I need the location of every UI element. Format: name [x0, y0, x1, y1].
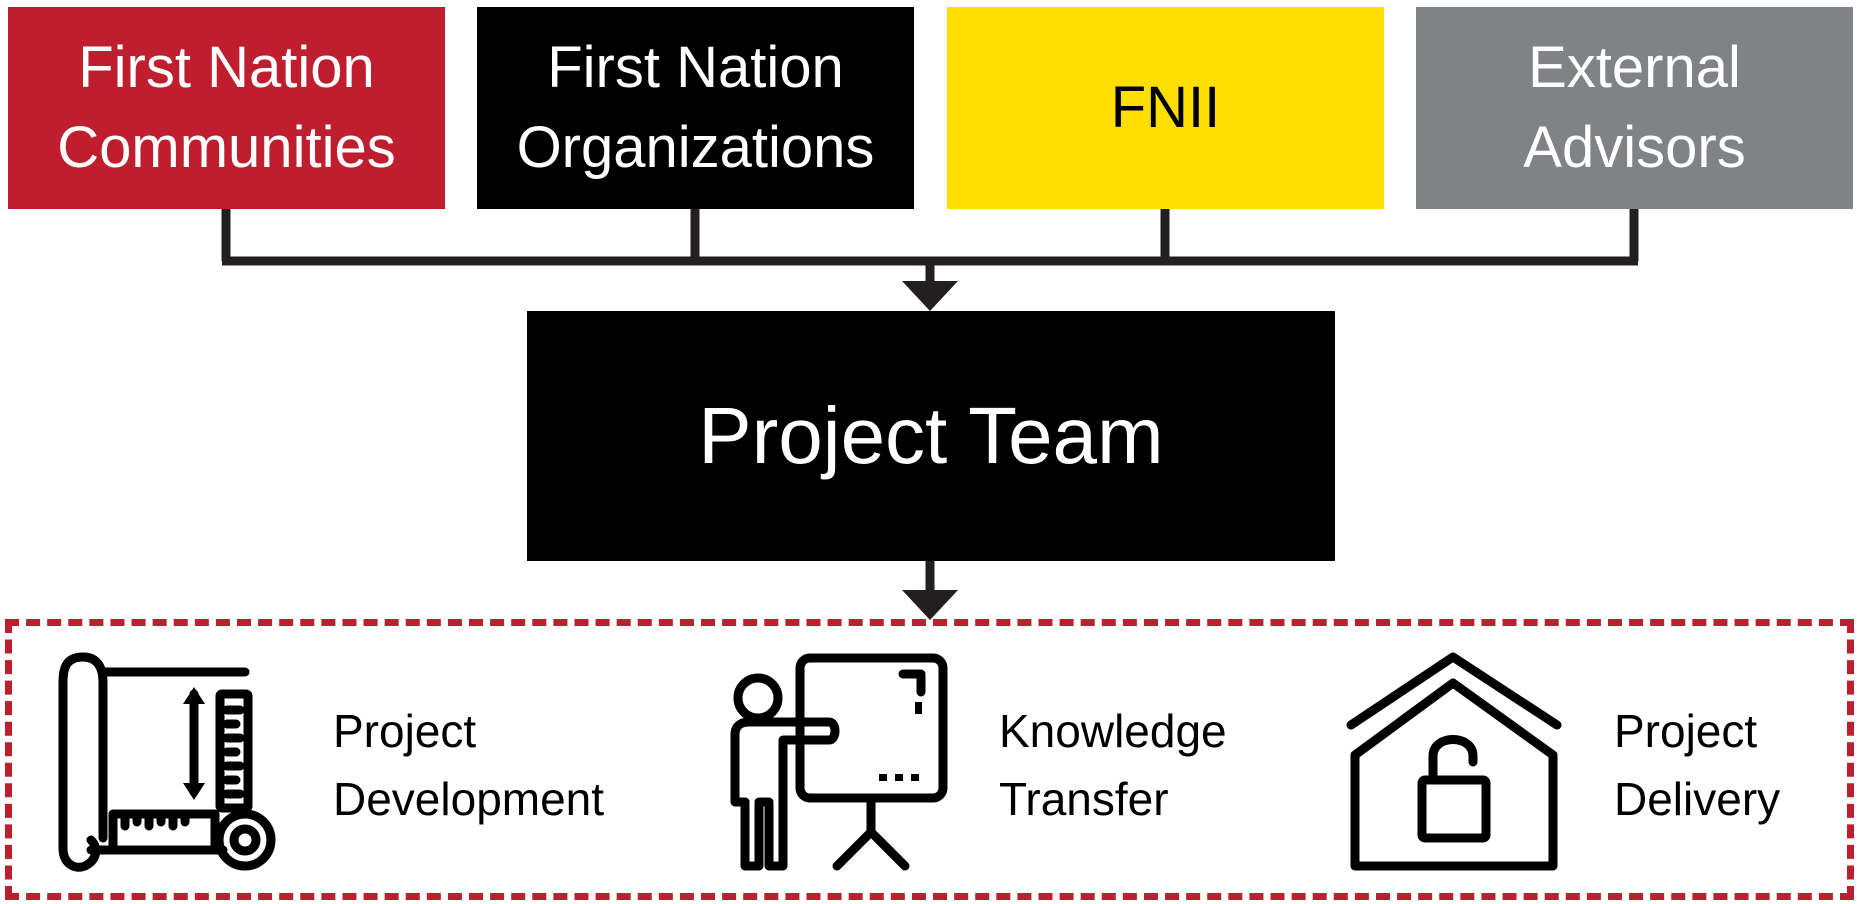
arrowhead-to-outcomes — [902, 590, 958, 620]
source-label: FNII — [1110, 75, 1221, 140]
source-label: External Advisors — [1523, 35, 1746, 180]
source-fnii: FNII — [947, 7, 1384, 209]
source-first-nation-organizations: First Nation Organizations — [477, 7, 914, 209]
source-label: First Nation Organizations — [516, 35, 875, 180]
presenter-board-icon — [730, 653, 948, 871]
project-team-box: Project Team — [527, 311, 1335, 561]
source-label: First Nation Communities — [57, 35, 396, 180]
project-team-label: Project Team — [698, 391, 1164, 480]
outcome-knowledge-transfer-label: Knowledge Transfer — [999, 705, 1227, 825]
house-unlocked-icon — [1346, 652, 1562, 871]
blueprint-icon — [58, 652, 276, 872]
outcome-project-delivery-label: Project Delivery — [1614, 705, 1781, 825]
outcomes-dashed-region — [5, 619, 1854, 900]
source-first-nation-communities: First Nation Communities — [8, 7, 445, 209]
arrowhead-to-team — [902, 281, 958, 311]
outcome-project-development-label: Project Development — [333, 705, 605, 825]
source-external-advisors: External Advisors — [1416, 7, 1853, 209]
